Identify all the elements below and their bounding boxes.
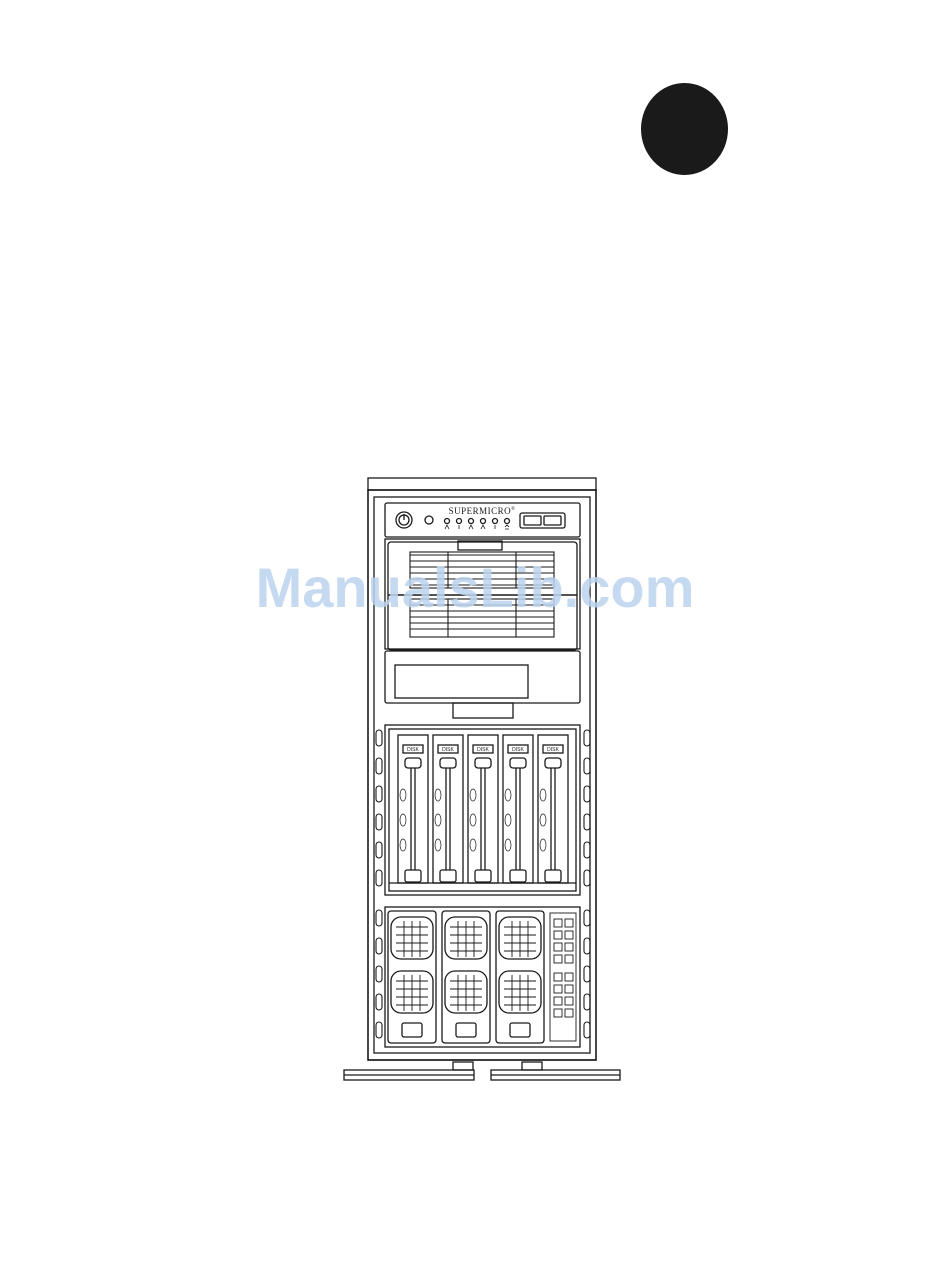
control-panel: SUPERMICRO® (385, 503, 580, 537)
bay-vents-lower (410, 599, 554, 637)
chapter-marker-dot (641, 83, 728, 175)
usb-ports[interactable] (520, 513, 565, 528)
slim-bay (385, 651, 580, 718)
svg-text:DISK: DISK (512, 747, 524, 753)
power-icon[interactable] (396, 512, 412, 528)
hdd-tray[interactable]: DISK (538, 735, 568, 883)
status-led-row (445, 519, 510, 530)
svg-text:DISK: DISK (477, 747, 489, 753)
reset-button-icon[interactable] (425, 516, 433, 524)
svg-text:DISK: DISK (547, 747, 559, 753)
fan-module[interactable] (496, 911, 544, 1043)
side-perforations (376, 730, 590, 1038)
hdd-tray[interactable]: DISK (468, 735, 498, 883)
fan-module-area (385, 907, 580, 1047)
io-vent-column (550, 913, 576, 1041)
chassis-top-lip (368, 478, 596, 490)
hdd-tray[interactable]: DISK (398, 735, 428, 883)
drive-bay-panel (385, 539, 580, 650)
brand-logo: SUPERMICRO® (449, 506, 516, 516)
chassis-feet (344, 1060, 620, 1080)
svg-text:DISK: DISK (407, 747, 419, 753)
hdd-cage: DISK DISK DISK DISK (385, 725, 580, 895)
hdd-tray[interactable]: DISK (433, 735, 463, 883)
bay-vents-upper (410, 552, 554, 588)
fan-module[interactable] (388, 911, 436, 1043)
hdd-tray[interactable]: DISK (503, 735, 533, 883)
fan-module[interactable] (442, 911, 490, 1043)
server-chassis-illustration: SUPERMICRO® (340, 475, 625, 1085)
chassis-inner-frame (374, 497, 590, 1053)
svg-text:DISK: DISK (442, 747, 454, 753)
